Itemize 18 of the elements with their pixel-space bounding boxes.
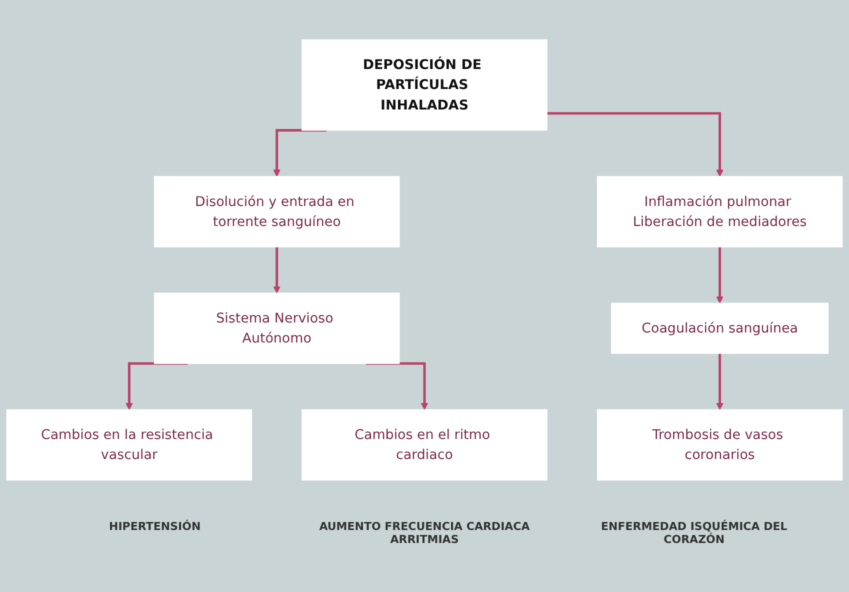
arrow [546, 112, 724, 177]
node-box: Trombosis de vasos coronarios [596, 409, 843, 481]
arrow [273, 246, 281, 294]
node-box: Inflamación pulmonar Liberación de mediadores [596, 176, 843, 248]
node-box: Cambios en el ritmo cardiaco [302, 409, 548, 481]
node-box: Coagulación sanguínea [611, 302, 829, 354]
node-box: Disolución y entrada en torrente sanguíneo [154, 176, 400, 248]
outcome-label: AUMENTO FRECUENCIA CARDIACA ARRITMIAS [318, 520, 531, 546]
outcome-label: ENFERMEDAD ISQUÉMICA DEL CORAZÓN [600, 520, 788, 546]
node-box: Sistema Nervioso Autónomo [154, 292, 400, 364]
node-box: DEPOSICIÓN DE PARTÍCULAS INHALADAS [302, 39, 548, 131]
arrow [716, 352, 724, 410]
arrow [126, 362, 188, 410]
arrow [273, 129, 327, 177]
arrow [366, 362, 428, 410]
node-box: Cambios en la resistencia vascular [6, 409, 252, 481]
outcome-label: HIPERTENSIÓN [108, 520, 202, 535]
arrow [716, 246, 724, 304]
